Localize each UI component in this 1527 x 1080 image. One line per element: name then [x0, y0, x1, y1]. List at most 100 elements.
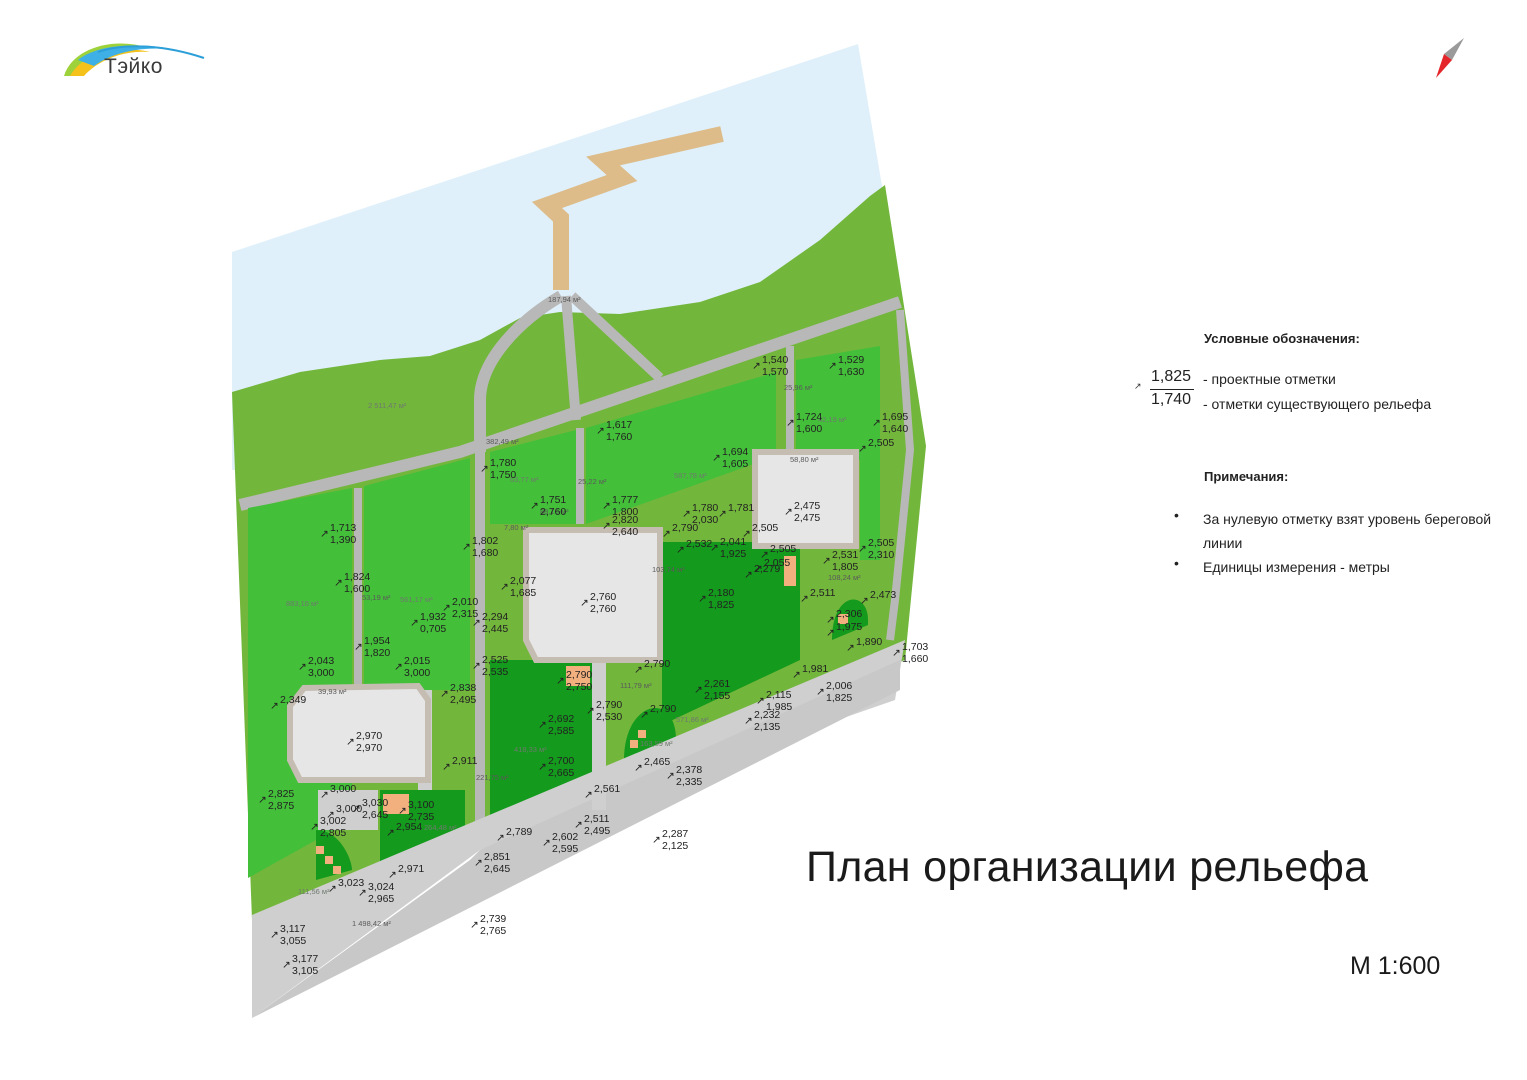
- elevation-project-value: 1,540: [762, 354, 788, 366]
- elevation-project-value: 2,505: [752, 522, 778, 534]
- legend-project-desc: - проектные отметки: [1203, 371, 1336, 387]
- elevation-marker-icon: ↗: [828, 360, 837, 372]
- elevation-project-value: 2,692: [548, 713, 574, 725]
- elevation-project-value: 1,802: [472, 535, 498, 547]
- elevation-marker-icon: ↗: [792, 669, 801, 681]
- elevation-project-value: 2,525: [482, 654, 508, 666]
- elevation-marker-icon: ↗: [712, 452, 721, 464]
- elevation-project-value: 2,077: [510, 575, 536, 587]
- elevation-marker-icon: ↗: [394, 661, 403, 673]
- elevation-existing-value: 1,630: [838, 366, 864, 378]
- elevation-mark: ↗2,971: [388, 863, 424, 881]
- elevation-existing-value: 2,585: [548, 725, 574, 737]
- area-label: 187,94 м²: [548, 295, 581, 304]
- elevation-existing-value: 1,805: [832, 561, 858, 573]
- elevation-existing-value: 2,640: [612, 526, 638, 538]
- elevation-marker-icon: ↗: [742, 528, 751, 540]
- elevation-project-value: 1,824: [344, 571, 370, 583]
- area-label: 42,19 м²: [818, 415, 847, 424]
- elevation-project-value: 2,954: [396, 821, 422, 833]
- elevation-project-value: 2,851: [484, 851, 510, 863]
- elevation-marker-icon: ↗: [860, 595, 869, 607]
- elevation-existing-value: 1,660: [902, 653, 928, 665]
- plot-dark-3: [662, 542, 800, 725]
- elevation-project-value: 3,000: [330, 783, 356, 795]
- elevation-mark: ↗3,023: [328, 877, 364, 895]
- area-label: 561,17 м²: [400, 595, 433, 604]
- elevation-project-value: 2,760: [590, 591, 616, 603]
- elevation-existing-value: 3,000: [308, 667, 334, 679]
- area-label: 25,96 м²: [784, 383, 813, 392]
- elevation-existing-value: 2,335: [676, 776, 702, 788]
- elevation-project-value: 3,117: [280, 923, 306, 935]
- area-label: 88,16 м²: [540, 507, 569, 516]
- elevation-project-value: 3,002: [320, 815, 346, 827]
- elevation-mark: ↗2,790: [662, 522, 698, 540]
- path-middle: [561, 295, 581, 421]
- elevation-project-value: 3,000: [336, 803, 362, 815]
- elevation-project-value: 2,561: [594, 783, 620, 795]
- elevation-marker-icon: ↗: [816, 686, 825, 698]
- elevation-project-value: 2,789: [506, 826, 532, 838]
- elevation-marker-icon: ↗: [388, 869, 397, 881]
- elevation-marker-icon: ↗: [326, 809, 335, 821]
- elevation-marker-icon: ↗: [398, 805, 407, 817]
- elevation-marker-icon: ↗: [698, 593, 707, 605]
- elevation-existing-value: 2,595: [552, 843, 578, 855]
- elevation-marker-icon: ↗: [496, 832, 505, 844]
- note-item: За нулевую отметку взят уровень берегово…: [1203, 511, 1492, 551]
- notes-title: Примечания:: [1204, 469, 1289, 484]
- elevation-existing-value: 2,495: [584, 825, 610, 837]
- elevation-project-value: 3,023: [338, 877, 364, 889]
- elevation-existing-value: 2,760: [540, 506, 566, 518]
- elevation-project-value: 2,602: [552, 831, 578, 843]
- legend-divider: [1150, 389, 1194, 390]
- area-label: 111,56 м²: [298, 887, 330, 896]
- plot-3: [490, 430, 576, 524]
- house-2: [523, 527, 663, 663]
- elevation-project-value: 2,287: [662, 828, 688, 840]
- elevation-existing-value: 2,750: [566, 681, 592, 693]
- area-label: 53,19 м²: [362, 593, 391, 602]
- elevation-project-value: 2,505: [868, 437, 894, 449]
- elevation-project-value: 2,790: [644, 658, 670, 670]
- elevation-project-value: 2,475: [794, 500, 820, 512]
- legend-existing-value: 1,740: [1151, 391, 1192, 408]
- elevation-marker-icon: ↗: [640, 709, 649, 721]
- elevation-project-value: 2,010: [452, 596, 478, 608]
- elevation-marker-icon: ↗: [386, 827, 395, 839]
- elevation-marker-icon: ↗: [784, 506, 793, 518]
- elevation-marker-icon: ↗: [334, 577, 343, 589]
- elevation-project-value: 2,971: [398, 863, 424, 875]
- elevation-existing-value: 2,875: [268, 800, 294, 812]
- elevation-project-value: 2,820: [612, 514, 638, 526]
- elevation-existing-value: 2,805: [320, 827, 346, 839]
- elevation-project-value: 2,790: [650, 703, 676, 715]
- elevation-project-value: 2,531: [832, 549, 858, 561]
- house-3: [752, 449, 859, 549]
- elevation-marker-icon: ↗: [682, 508, 691, 520]
- elevation-marker-icon: ↗: [462, 541, 471, 553]
- area-label: 111,79 м²: [620, 681, 652, 690]
- elevation-marker-icon: ↗: [328, 883, 337, 895]
- elevation-project-value: 2,349: [280, 694, 306, 706]
- elevation-project-value: 1,529: [838, 354, 864, 366]
- elevation-project-value: 1,954: [364, 635, 390, 647]
- path-east: [886, 309, 915, 641]
- elevation-project-value: 1,724: [796, 411, 822, 423]
- elevation-marker-icon: ↗: [744, 569, 753, 581]
